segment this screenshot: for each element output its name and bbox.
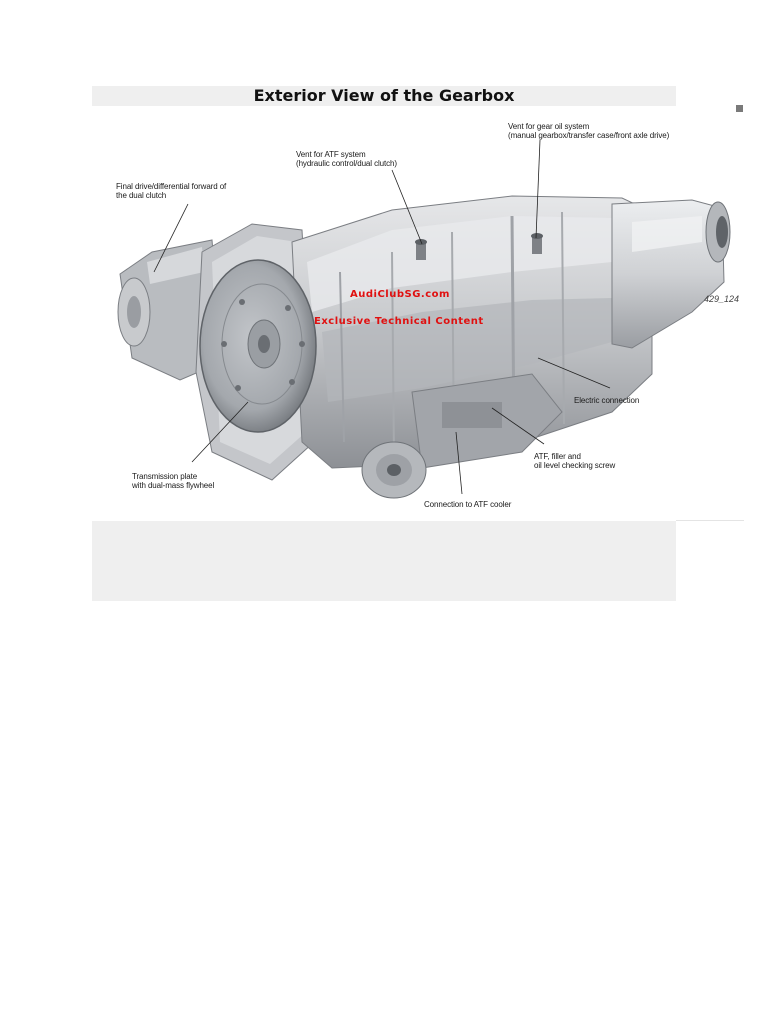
leader-lines [153, 139, 611, 495]
figure-code: 429_124 [704, 294, 740, 304]
differential-housing [117, 239, 223, 381]
label-transmission-plate: Transmission plate with dual-mass flywhe… [132, 472, 215, 490]
page-marker [736, 105, 743, 116]
label-vent-gear-oil: Vent for gear oil system (manual gearbox… [508, 122, 670, 140]
page-title: Exterior View of the Gearbox [253, 86, 515, 105]
gearbox-illustration [117, 139, 731, 499]
gearbox-figure: Final drive/differential forward of the … [92, 112, 744, 520]
watermark-site: AudiClubSG.com [350, 289, 450, 300]
vent-gear-oil [531, 233, 543, 254]
label-vent-atf: Vent for ATF system (hydraulic control/d… [296, 150, 397, 168]
label-electric-connection: Electric connection [574, 396, 640, 405]
figure-rule [676, 520, 744, 521]
watermark-note: Exclusive Technical Content [314, 316, 484, 327]
label-final-drive: Final drive/differential forward of the … [116, 182, 227, 200]
gearbox-main-case [291, 195, 653, 469]
caption-box [92, 521, 676, 601]
transfer-case [611, 199, 731, 349]
page-title-bar: Exterior View of the Gearbox [92, 86, 676, 106]
output-flange [361, 441, 427, 499]
label-atf-filler: ATF, filler and oil level checking screw [534, 452, 616, 470]
label-atf-cooler: Connection to ATF cooler [424, 500, 512, 509]
transmission-plate [199, 259, 317, 433]
